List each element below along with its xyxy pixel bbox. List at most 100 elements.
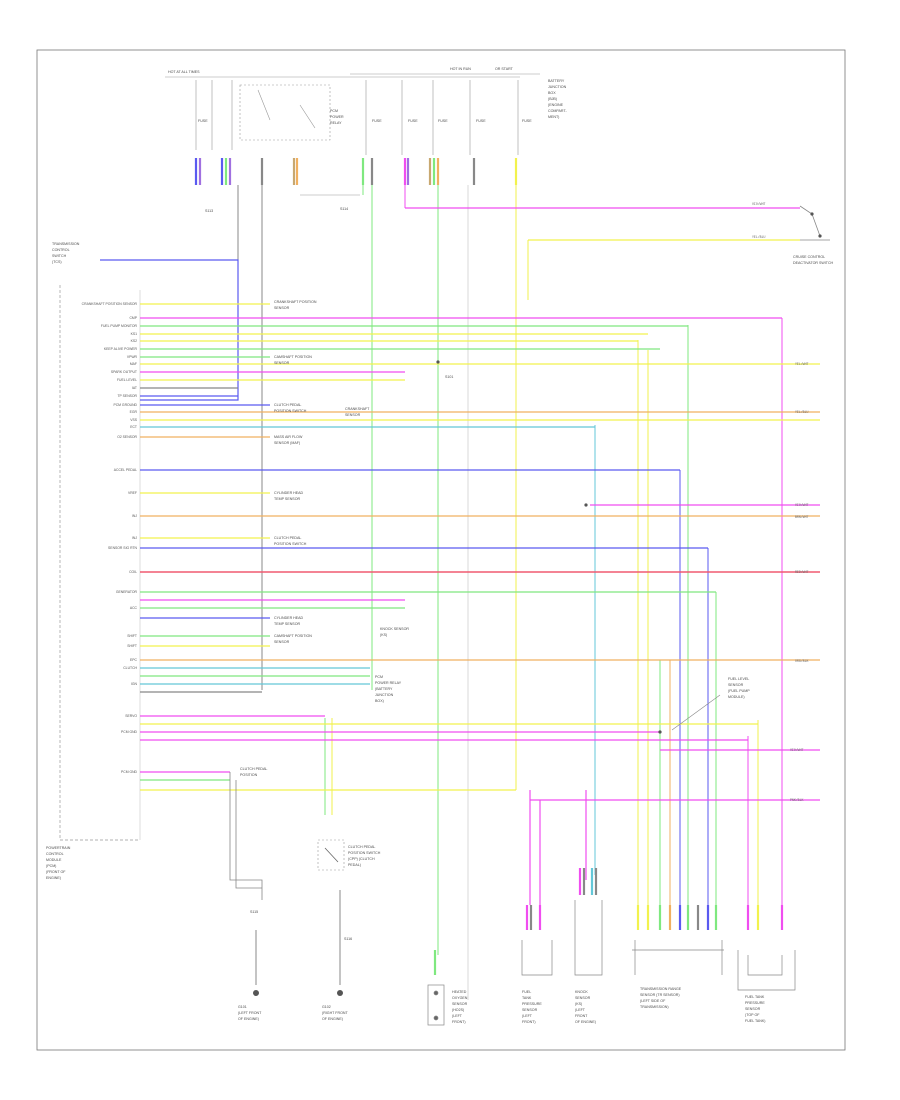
- svg-text:MASS AIR FLOW: MASS AIR FLOW: [274, 435, 303, 439]
- svg-text:OF ENGINE): OF ENGINE): [238, 1017, 259, 1021]
- svg-text:HOT IN RUN: HOT IN RUN: [450, 67, 471, 71]
- svg-text:TEMP SENSOR: TEMP SENSOR: [274, 497, 300, 501]
- pcm-pin-label: MAF: [130, 362, 137, 366]
- svg-text:TRANSMISSION): TRANSMISSION): [640, 1005, 669, 1009]
- svg-text:MODULE): MODULE): [728, 695, 745, 699]
- svg-text:SENSOR: SENSOR: [274, 640, 290, 644]
- pcm-pin-label: ECT: [130, 425, 137, 429]
- pcm-pin-label: COIL: [129, 570, 137, 574]
- diagram-border: [36, 49, 846, 1051]
- svg-text:VIO/WHT: VIO/WHT: [795, 503, 808, 507]
- tcs-wire: [100, 259, 239, 401]
- svg-text:SWITCH: SWITCH: [52, 254, 67, 258]
- svg-text:(TCS): (TCS): [52, 260, 62, 264]
- svg-text:CRANKSHAFT: CRANKSHAFT: [345, 407, 370, 411]
- svg-text:FRONT): FRONT): [452, 1020, 466, 1024]
- svg-text:PRESSURE: PRESSURE: [522, 1002, 542, 1006]
- svg-text:(LEFT: (LEFT: [575, 1008, 586, 1012]
- svg-text:(BJB): (BJB): [548, 97, 557, 101]
- svg-text:(KS): (KS): [575, 1002, 582, 1006]
- svg-text:OF ENGINE): OF ENGINE): [322, 1017, 343, 1021]
- pcm-pin-label: PCM GROUND: [113, 403, 137, 407]
- svg-text:SENSOR: SENSOR: [274, 361, 290, 365]
- svg-text:BOX): BOX): [375, 699, 384, 703]
- pcm-pin-label: ACC: [130, 606, 138, 610]
- svg-text:(HO2S): (HO2S): [452, 1008, 464, 1012]
- svg-text:FUSE: FUSE: [372, 119, 382, 123]
- svg-text:POWER: POWER: [330, 115, 344, 119]
- svg-text:FRONT): FRONT): [522, 1020, 536, 1024]
- pcm-horizontal-wires: [140, 303, 820, 791]
- svg-text:VIO/WHT: VIO/WHT: [790, 748, 803, 752]
- svg-text:SENSOR: SENSOR: [522, 1008, 538, 1012]
- svg-text:(FUEL PUMP: (FUEL PUMP: [728, 689, 750, 693]
- bottom-connector-stubs: [433, 868, 784, 975]
- svg-text:TRANSMISSION: TRANSMISSION: [52, 242, 80, 246]
- pcm-pin-label: PCM GND: [121, 730, 138, 734]
- bottom-components: [427, 900, 796, 1026]
- pcm-pin-label: ACCEL PEDAL: [114, 468, 137, 472]
- svg-text:S101: S101: [445, 375, 453, 379]
- pcm-pin-label: VSS: [130, 418, 138, 422]
- pcm-pin-label: SPARK OUTPUT: [111, 370, 137, 374]
- battery-junction-box: [165, 73, 540, 196]
- svg-text:S114: S114: [340, 207, 348, 211]
- svg-text:FUSE: FUSE: [408, 119, 418, 123]
- svg-text:SENSOR (MAF): SENSOR (MAF): [274, 441, 300, 445]
- svg-text:TRANSMISSION RANGE: TRANSMISSION RANGE: [640, 987, 682, 991]
- svg-text:FUEL TANK): FUEL TANK): [745, 1019, 766, 1023]
- svg-text:FUSE: FUSE: [522, 119, 532, 123]
- pcm-pin-label: KEEP ALIVE POWER: [104, 347, 138, 351]
- svg-text:FUSE: FUSE: [198, 119, 208, 123]
- svg-text:POSITION SWITCH: POSITION SWITCH: [274, 542, 307, 546]
- svg-text:KNOCK SENSOR: KNOCK SENSOR: [380, 627, 409, 631]
- svg-text:POSITION: POSITION: [240, 773, 258, 777]
- svg-text:ENGINE): ENGINE): [46, 876, 61, 880]
- svg-text:POSITION SWITCH: POSITION SWITCH: [274, 409, 307, 413]
- svg-text:(LEFT SIDE OF: (LEFT SIDE OF: [640, 999, 666, 1003]
- pcm-pin-label: SHIFT: [127, 634, 137, 638]
- svg-text:CLUTCH PEDAL: CLUTCH PEDAL: [274, 536, 301, 540]
- svg-text:YEL/BLU: YEL/BLU: [752, 235, 765, 239]
- svg-text:G102: G102: [322, 1005, 331, 1009]
- pcm-pin-label: CLUTCH: [123, 666, 137, 670]
- svg-text:FUEL LEVEL: FUEL LEVEL: [728, 677, 749, 681]
- svg-text:CLUTCH PEDAL: CLUTCH PEDAL: [240, 767, 267, 771]
- svg-text:POSITION SWITCH: POSITION SWITCH: [348, 851, 381, 855]
- svg-text:FUEL: FUEL: [522, 990, 531, 994]
- svg-text:YEL/BLU: YEL/BLU: [795, 410, 808, 414]
- svg-text:OXYGEN: OXYGEN: [452, 996, 468, 1000]
- pcm-pin-label: IAT: [132, 386, 137, 390]
- right-edge-labels: YEL/WHT YEL/BLU VIO/WHT BRN/WHT RED/WHT …: [790, 362, 808, 802]
- svg-text:(TOP OF: (TOP OF: [745, 1013, 760, 1017]
- svg-text:(LEFT: (LEFT: [522, 1014, 533, 1018]
- bottom-component-labels: HEATED OXYGEN SENSOR (HO2S) (LEFT FRONT)…: [452, 677, 766, 1024]
- svg-text:(CPP) (CLUTCH: (CPP) (CLUTCH: [348, 857, 375, 861]
- svg-text:SENSOR: SENSOR: [452, 1002, 468, 1006]
- pcm-pin-label: SHIFT: [127, 644, 137, 648]
- svg-text:PCM: PCM: [330, 109, 338, 113]
- pcm-pin-label: FUEL PUMP MONITOR: [101, 324, 138, 328]
- svg-text:CONTROL: CONTROL: [52, 248, 70, 252]
- svg-text:JUNCTION: JUNCTION: [375, 693, 394, 697]
- pcm-module: TRANSMISSION CONTROL SWITCH (TCS) POWERT…: [46, 242, 141, 880]
- right-side-wires: [405, 207, 820, 905]
- svg-text:PNK/BLK: PNK/BLK: [790, 798, 803, 802]
- pcm-pin-label: IGN: [131, 682, 138, 686]
- pcm-pin-label: TP SENSOR: [117, 394, 137, 398]
- svg-text:(ENGINE: (ENGINE: [548, 103, 564, 107]
- svg-text:FUSE: FUSE: [438, 119, 448, 123]
- svg-text:FUEL TANK: FUEL TANK: [745, 995, 765, 999]
- pcm-pin-label: CRANKSHAFT POSITION SENSOR: [82, 302, 138, 306]
- svg-text:FRONT: FRONT: [575, 1014, 588, 1018]
- svg-text:G101: G101: [238, 1005, 247, 1009]
- svg-text:CAMSHAFT POSITION: CAMSHAFT POSITION: [274, 355, 312, 359]
- svg-text:OF ENGINE): OF ENGINE): [575, 1020, 596, 1024]
- svg-text:CLUTCH PEDAL: CLUTCH PEDAL: [348, 845, 375, 849]
- pcm-pin-label: GENERATOR: [116, 590, 138, 594]
- svg-text:CLUTCH PEDAL: CLUTCH PEDAL: [274, 403, 301, 407]
- svg-text:SENSOR: SENSOR: [575, 996, 591, 1000]
- fuse-labels: HOT AT ALL TIMES HOT IN RUN OR START BAT…: [168, 67, 567, 213]
- svg-text:CAMSHAFT POSITION: CAMSHAFT POSITION: [274, 634, 312, 638]
